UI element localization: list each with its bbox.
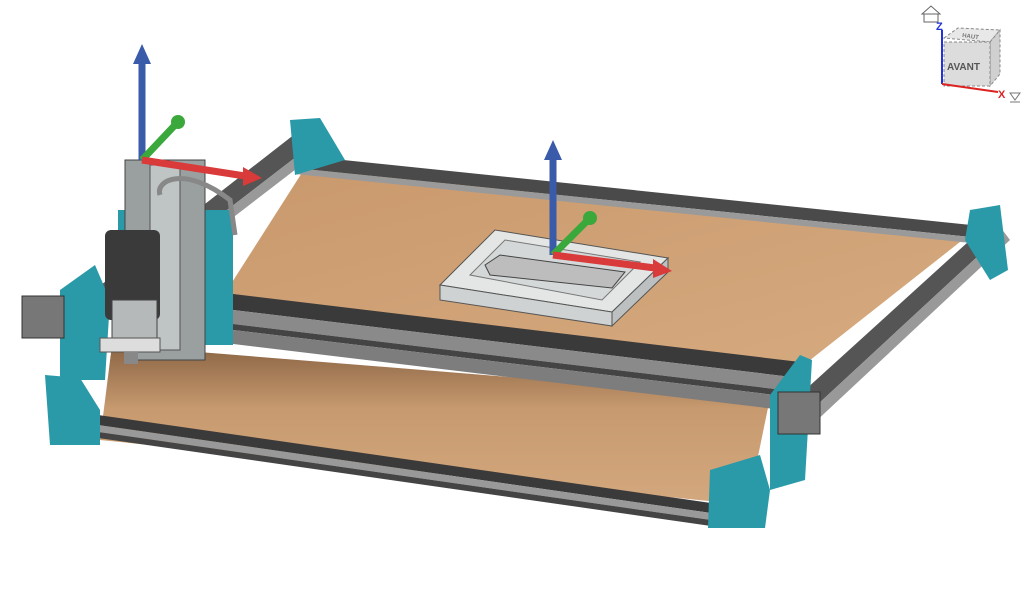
engraved-logo <box>484 254 626 289</box>
axis-x-label: X <box>998 89 1006 101</box>
viewcube-top-label[interactable]: HAUT <box>962 33 980 41</box>
workpiece <box>438 229 670 328</box>
triad-spindle <box>133 44 262 186</box>
plate-front-right <box>708 455 770 528</box>
stepper-motor-left <box>21 295 65 339</box>
spindle-carriage <box>99 159 238 364</box>
viewcube-menu-icon[interactable] <box>1009 92 1021 103</box>
plate-left-gantry <box>60 265 110 380</box>
view-cube[interactable]: HAUT AVANT Z X <box>920 5 1021 103</box>
plate-back-right <box>965 205 1008 280</box>
gantry-beam <box>200 290 800 412</box>
stepper-motor-right <box>777 391 821 435</box>
right-rail <box>772 222 1010 438</box>
triad-workpiece <box>544 140 672 278</box>
plate-front-left <box>45 375 100 445</box>
axis-z-label: Z <box>936 21 943 33</box>
viewcube-front-label[interactable]: AVANT <box>947 62 980 73</box>
front-rail <box>98 415 725 528</box>
home-icon[interactable] <box>920 5 942 23</box>
plate-back-left <box>290 118 345 175</box>
back-rail <box>295 155 1000 246</box>
